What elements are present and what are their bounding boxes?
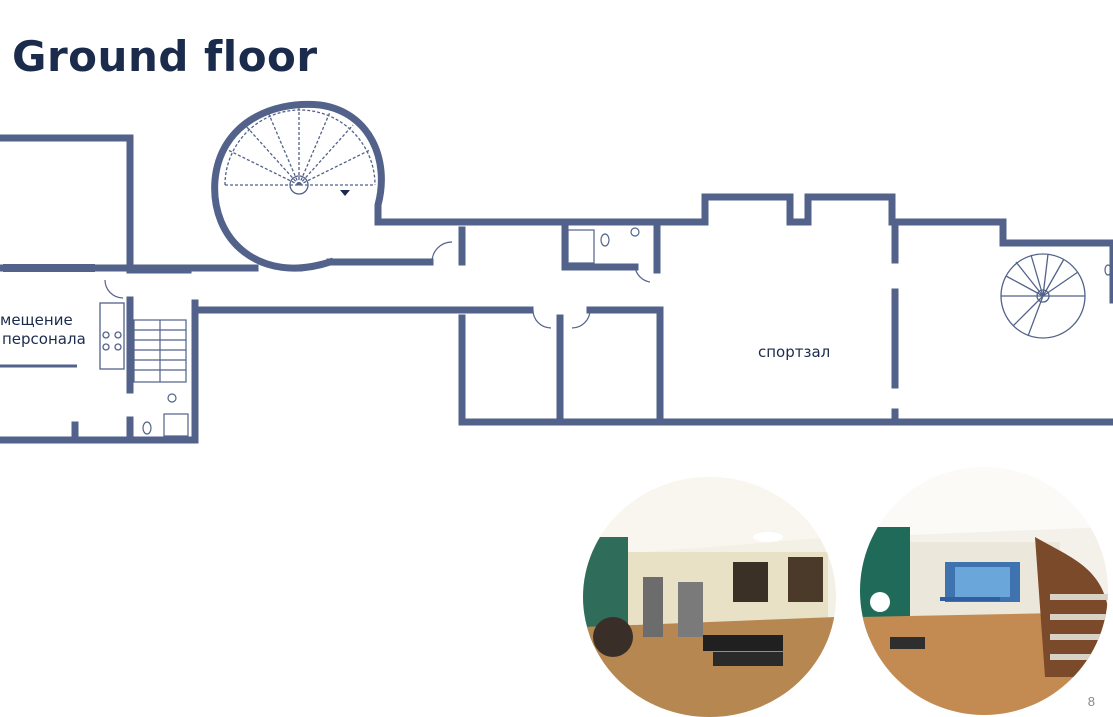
room-label-staff-line2: персонала [2,330,86,348]
spiral-staircase-icon [224,108,376,195]
toilet-icon [142,233,1112,435]
slide-title: Ground floor [12,32,318,81]
room-label-gym: спортзал [758,343,830,361]
gym-interior-photo [583,477,836,717]
floor-plan: мещение персонала спортзал [0,100,1113,444]
sink-icon [167,227,640,403]
page-number: 8 [1087,694,1095,709]
room-label-staff-line1: мещение [0,311,73,329]
arrow-down-icon [340,190,350,196]
walls [0,100,1113,444]
door-swing [104,241,651,329]
straight-staircase-icon [133,319,187,383]
spiral-staircase-icon [1000,253,1086,339]
window [3,264,95,272]
hall-with-staircase-photo [860,467,1108,715]
shower-icon [163,229,595,437]
stove-icon [99,302,125,370]
